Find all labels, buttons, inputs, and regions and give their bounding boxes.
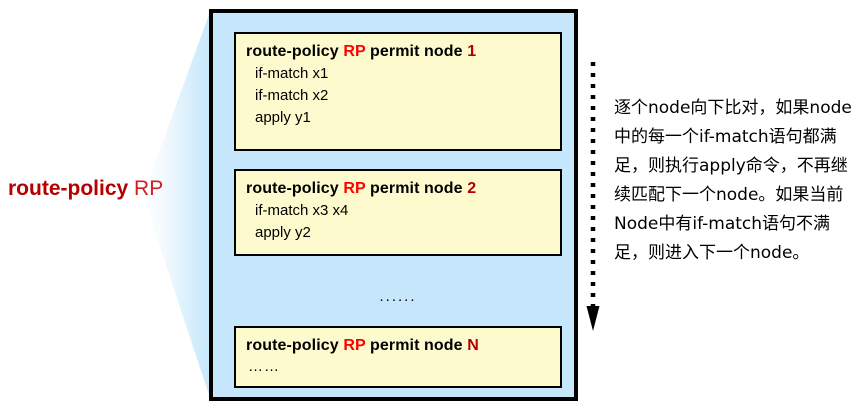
dotted-down-arrow-icon (586, 62, 600, 331)
policy-label-command: route-policy (8, 177, 129, 200)
node-n-command: route-policy (246, 337, 339, 354)
node-1-mode: permit node (370, 43, 463, 60)
node-1-policy-name: RP (343, 43, 366, 60)
node-n-header: route-policy RP permit node N (246, 335, 560, 357)
node-1-line-3: apply y1 (255, 109, 311, 126)
route-policy-container: route-policy RP permit node 1 if-match x… (209, 9, 578, 401)
node-1-line-1: if-match x1 (255, 65, 329, 82)
flow-description-text: 逐个node向下比对，如果node中的每一个if-match语句都满足，则执行a… (614, 98, 852, 263)
node-2-header: route-policy RP permit node 2 (246, 178, 560, 200)
node-2-policy-name: RP (343, 180, 366, 197)
node-n-mode: permit node (370, 337, 463, 354)
node-2-line-2: apply y2 (255, 224, 311, 241)
node-1-line-2: if-match x2 (255, 87, 329, 104)
node-box-n[interactable]: route-policy RP permit node N …… (234, 326, 562, 388)
node-1-header: route-policy RP permit node 1 (246, 41, 560, 63)
node-n-policy-name: RP (343, 337, 366, 354)
node-2-line-1: if-match x3 x4 (255, 202, 349, 219)
node-1-number: 1 (467, 43, 477, 60)
node-2-command: route-policy (246, 180, 339, 197)
node-box-1[interactable]: route-policy RP permit node 1 if-match x… (234, 32, 562, 151)
policy-label-name: RP (134, 177, 164, 200)
node-n-number: N (467, 337, 479, 354)
node-box-2[interactable]: route-policy RP permit node 2 if-match x… (234, 169, 562, 256)
node-n-line-1: …… (248, 358, 280, 375)
node-2-mode: permit node (370, 180, 463, 197)
nodes-ellipsis: ...... (379, 288, 417, 305)
funnel-wedge-shape (143, 9, 211, 401)
node-1-command: route-policy (246, 43, 339, 60)
node-2-number: 2 (467, 180, 477, 197)
policy-label: route-policy RP (8, 176, 208, 202)
